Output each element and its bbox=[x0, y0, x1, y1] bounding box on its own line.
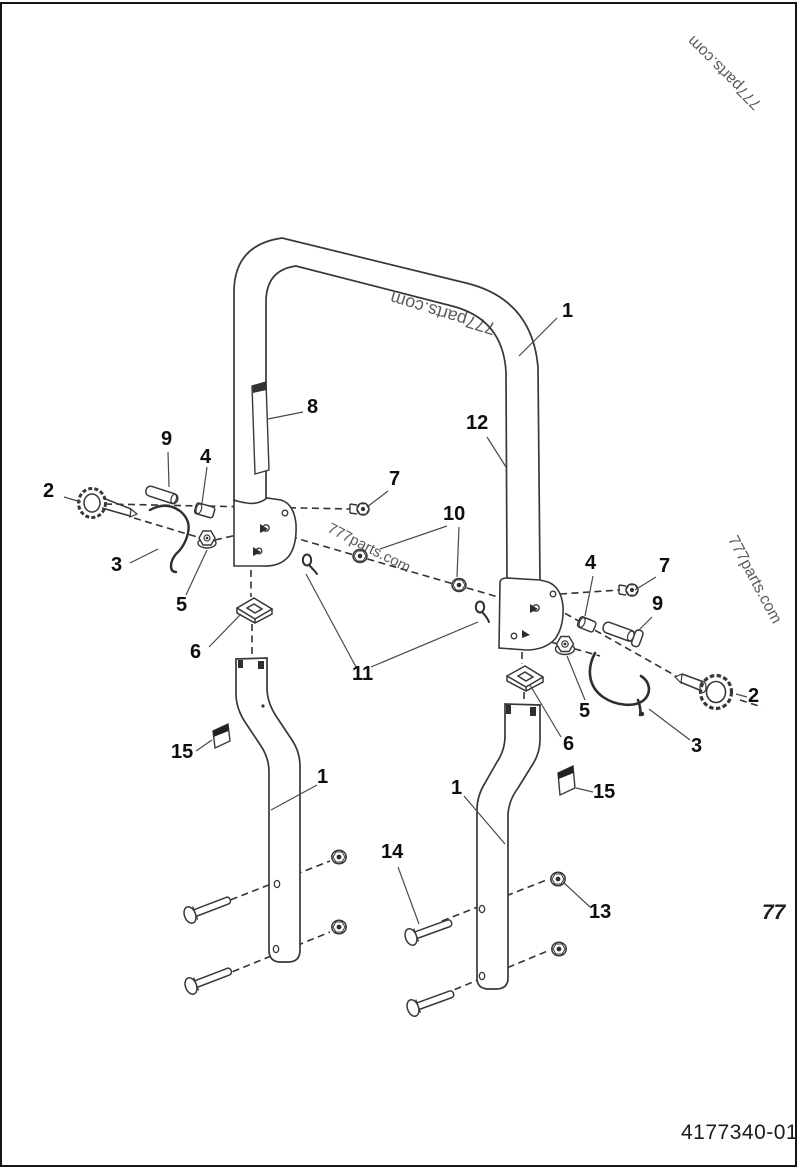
callout-6-left: 6 bbox=[190, 641, 202, 663]
part-15-decal-right bbox=[557, 764, 576, 797]
callout-1-left-post: 1 bbox=[317, 766, 329, 788]
left-hinge-bracket bbox=[233, 497, 297, 567]
assembly-dashed-lines bbox=[104, 503, 763, 995]
part-9-pin-right bbox=[602, 621, 644, 648]
callout-14: 14 bbox=[381, 841, 404, 863]
part-5-nut-right bbox=[554, 635, 576, 656]
callout-13: 13 bbox=[589, 901, 612, 923]
callout-2-left: 2 bbox=[43, 480, 55, 502]
part-2-ring-pin-left bbox=[77, 487, 139, 519]
part-3-clip-right bbox=[588, 651, 651, 717]
part-1-right-post bbox=[476, 703, 541, 990]
part-6-plate-left bbox=[235, 597, 274, 624]
callout-1-hoop: 1 bbox=[562, 300, 574, 322]
drawing-number: 4177340-01 bbox=[681, 1121, 799, 1144]
callout-3-left: 3 bbox=[111, 554, 123, 576]
callout-4-right: 4 bbox=[585, 552, 597, 574]
part-7-bolt-right bbox=[618, 583, 639, 597]
part-14-bolts bbox=[183, 896, 455, 1017]
part-1-left-post bbox=[235, 657, 301, 963]
part-11-keeper-left bbox=[301, 553, 318, 575]
callout-6-right: 6 bbox=[563, 733, 575, 755]
callout-11: 11 bbox=[352, 663, 374, 685]
part-1-hoop bbox=[233, 237, 541, 581]
callout-8-decal: 8 bbox=[307, 396, 319, 418]
callout-1-right-post: 1 bbox=[451, 777, 463, 799]
callout-5-right: 5 bbox=[579, 700, 591, 722]
part-4-spacer-right bbox=[576, 616, 597, 633]
part-7-bolt-left bbox=[349, 502, 370, 516]
callout-9-left: 9 bbox=[161, 428, 173, 450]
part-4-spacer-left bbox=[193, 502, 216, 519]
part-11-keeper-right bbox=[474, 600, 490, 623]
part-2-ring-pin-right bbox=[673, 673, 734, 711]
callout-5-left: 5 bbox=[176, 594, 188, 616]
callout-4-left: 4 bbox=[200, 446, 212, 468]
part-3-clip-left bbox=[148, 504, 190, 574]
callout-9-right: 9 bbox=[652, 593, 664, 615]
callout-7-left: 7 bbox=[389, 468, 401, 490]
callout-2-right: 2 bbox=[748, 685, 760, 707]
callout-15-left: 15 bbox=[171, 741, 194, 763]
part-15-decal-left bbox=[212, 722, 231, 750]
callout-3-right: 3 bbox=[691, 735, 703, 757]
page-corner-number: 77 bbox=[762, 901, 786, 924]
part-8-decal bbox=[251, 381, 270, 475]
part-9-pin-left bbox=[145, 485, 179, 505]
callout-10: 10 bbox=[443, 503, 466, 525]
part-10-nut-b bbox=[451, 577, 467, 593]
callout-leaders bbox=[63, 317, 748, 925]
callout-15-right: 15 bbox=[593, 781, 616, 803]
part-13-nuts bbox=[331, 849, 567, 957]
callout-7-right: 7 bbox=[659, 555, 671, 577]
part-5-nut-left bbox=[197, 530, 217, 549]
part-6-plate-right bbox=[505, 665, 545, 692]
right-hinge-bracket bbox=[498, 577, 564, 651]
part-10-nut-a bbox=[352, 548, 368, 564]
callout-12-right-leg: 12 bbox=[466, 412, 489, 434]
